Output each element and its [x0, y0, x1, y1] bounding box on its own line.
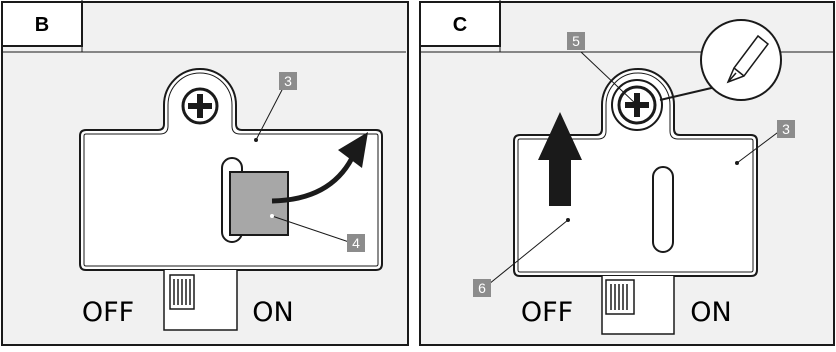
panel-c-callout-5: 5 [567, 32, 585, 50]
svg-text:4: 4 [352, 235, 360, 251]
arrow-up-icon [538, 112, 582, 206]
panel-b-on-label: ON [252, 297, 293, 328]
panel-c-callout-6: 6 [473, 279, 491, 297]
screwdriver-icon [700, 19, 782, 101]
panel-b: B 3 [1, 0, 409, 346]
panel-b-leader-3 [255, 87, 284, 141]
panel-c-leader-5 [580, 51, 638, 106]
panel-b-callout-4: 4 [347, 234, 365, 252]
panel-c-on-label: ON [690, 297, 731, 328]
svg-text:6: 6 [478, 280, 486, 296]
svg-text:5: 5 [572, 33, 580, 49]
panel-c-cover-plate [513, 68, 758, 277]
panel-b-switch-knob [169, 274, 195, 310]
panel-c-letter: C [453, 14, 467, 36]
panel-c-label-box [419, 1, 501, 47]
svg-text:3: 3 [782, 121, 790, 137]
panel-b-callout-3: 3 [279, 72, 297, 90]
panel-c-leader-6 [488, 219, 569, 285]
panel-c-magnifier-link [659, 85, 721, 101]
panel-c-slot [652, 166, 674, 253]
screw-icon [181, 87, 219, 125]
panel-c-off-label: OFF [521, 297, 573, 328]
curved-arrow-icon [271, 132, 368, 204]
panel-b-off-label: OFF [82, 297, 134, 328]
panel-c-callout-3: 3 [777, 120, 795, 138]
panel-b-leader-4 [271, 215, 350, 243]
panel-c: C 5 [419, 0, 835, 346]
svg-text:3: 3 [284, 73, 292, 89]
panel-b-letter: B [35, 14, 49, 36]
panel-c-switch-knob [605, 279, 635, 315]
panel-b-tab [229, 171, 289, 236]
panel-b-label-box [1, 1, 83, 47]
